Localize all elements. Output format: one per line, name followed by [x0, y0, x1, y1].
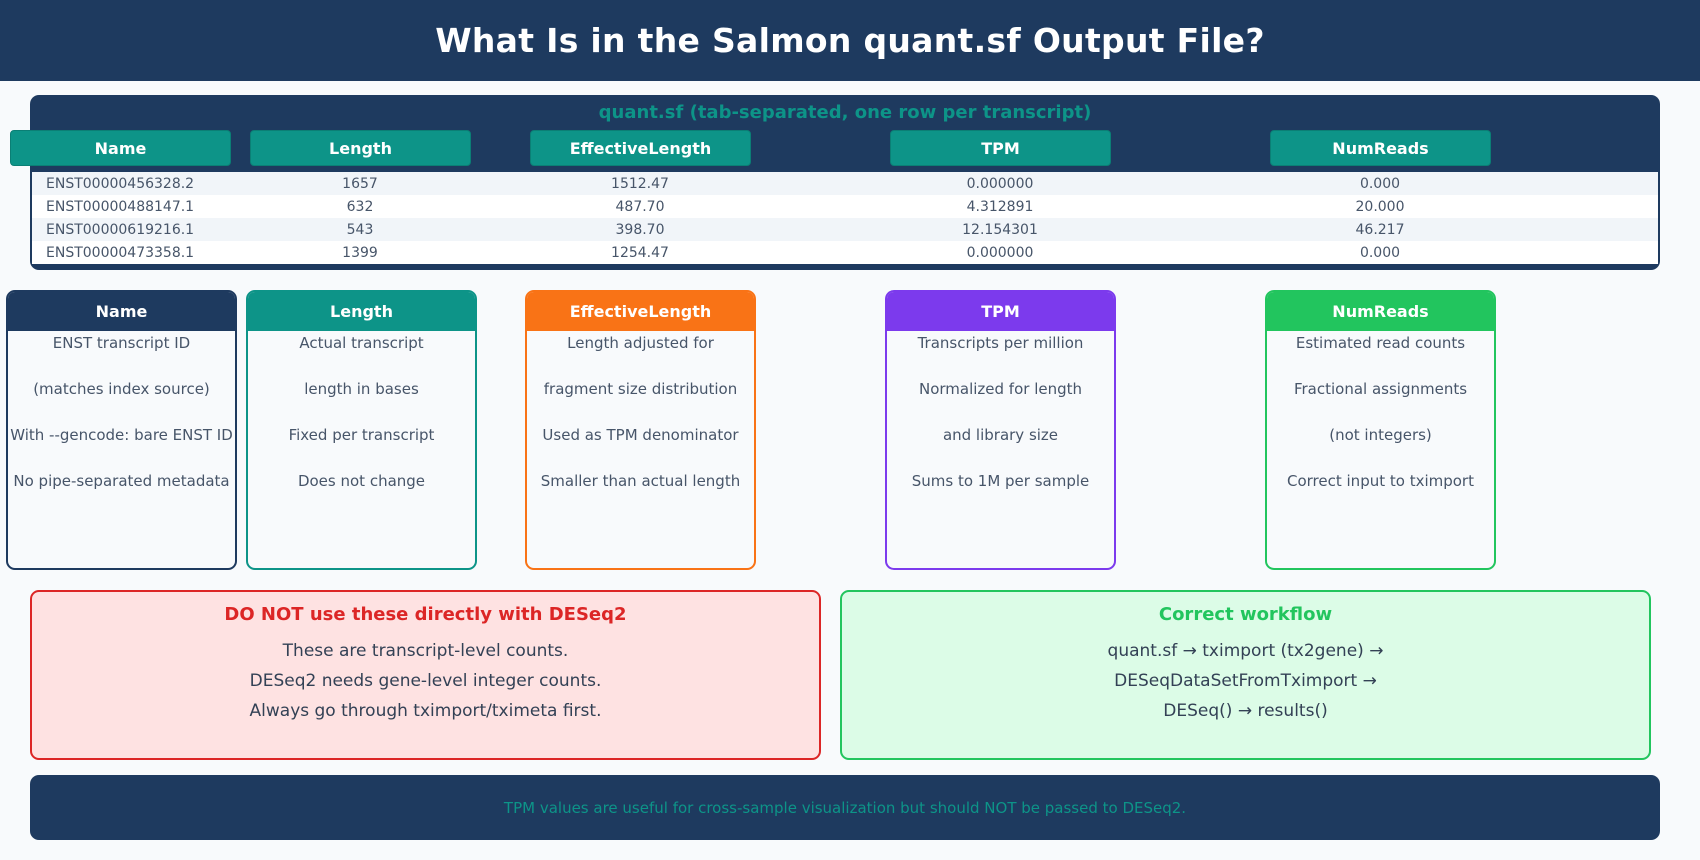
card-numreads: NumReads Estimated read counts Fractiona… — [1265, 290, 1496, 570]
page-title: What Is in the Salmon quant.sf Output Fi… — [435, 21, 1265, 60]
warning-line: Always go through tximport/tximeta first… — [249, 701, 602, 721]
card-effectivelength-header: EffectiveLength — [527, 292, 754, 331]
card-effectivelength-line: fragment size distribution — [543, 380, 738, 398]
card-tpm-line: and library size — [942, 426, 1059, 444]
cell-effectivelength: 1512.47 — [611, 176, 669, 192]
table-row: ENST00000619216.1 543 398.70 12.154301 4… — [32, 218, 1658, 241]
cell-length: 1399 — [342, 245, 378, 261]
card-tpm-line: Transcripts per million — [917, 334, 1084, 352]
card-name-line: No pipe-separated metadata — [13, 472, 230, 490]
card-length: Length Actual transcript length in bases… — [246, 290, 477, 570]
table-row: ENST00000488147.1 632 487.70 4.312891 20… — [32, 195, 1658, 218]
card-tpm-line: Normalized for length — [918, 380, 1083, 398]
cell-tpm: 12.154301 — [962, 222, 1038, 238]
column-header-length: Length — [250, 130, 471, 166]
card-name-header: Name — [8, 292, 235, 331]
card-name-line: ENST transcript ID — [52, 334, 191, 352]
cell-numreads: 0.000 — [1359, 245, 1401, 261]
workflow-box: Correct workflow quant.sf → tximport (tx… — [840, 590, 1651, 760]
cell-name: ENST00000456328.2 — [46, 176, 195, 192]
cell-tpm: 0.000000 — [966, 245, 1034, 261]
cell-length: 632 — [346, 199, 374, 215]
cell-length: 1657 — [342, 176, 378, 192]
file-caption: quant.sf (tab-separated, one row per tra… — [598, 102, 1092, 123]
cell-name: ENST00000488147.1 — [46, 199, 195, 215]
title-banner: What Is in the Salmon quant.sf Output Fi… — [0, 0, 1700, 81]
workflow-step: DESeq() → results() — [1163, 701, 1328, 721]
column-header-numreads: NumReads — [1270, 130, 1491, 166]
workflow-title: Correct workflow — [1158, 604, 1333, 625]
column-header-tpm: TPM — [890, 130, 1111, 166]
table-row: ENST00000456328.2 1657 1512.47 0.000000 … — [32, 172, 1658, 195]
card-effectivelength-line: Length adjusted for — [567, 334, 714, 352]
cell-numreads: 0.000 — [1359, 176, 1401, 192]
table-row: ENST00000473358.1 1399 1254.47 0.000000 … — [32, 241, 1658, 264]
card-tpm-header: TPM — [887, 292, 1114, 331]
card-numreads-line: Correct input to tximport — [1287, 472, 1474, 490]
card-length-header: Length — [248, 292, 475, 331]
card-name-line: (matches index source) — [33, 380, 210, 398]
cell-name: ENST00000619216.1 — [46, 222, 195, 238]
column-header-effectivelength: EffectiveLength — [530, 130, 751, 166]
cell-effectivelength: 398.70 — [615, 222, 665, 238]
cell-name: ENST00000473358.1 — [46, 245, 195, 261]
card-numreads-line: Fractional assignments — [1293, 380, 1468, 398]
warning-line: These are transcript-level counts. — [282, 641, 569, 661]
card-effectivelength-line: Smaller than actual length — [540, 472, 741, 490]
card-length-line: Actual transcript — [299, 334, 424, 352]
cell-numreads: 20.000 — [1355, 199, 1405, 215]
file-rows: ENST00000456328.2 1657 1512.47 0.000000 … — [32, 172, 1658, 264]
warning-box: DO NOT use these directly with DESeq2 Th… — [30, 590, 821, 760]
card-length-line: Does not change — [297, 472, 426, 490]
footer-note: TPM values are useful for cross-sample v… — [30, 775, 1660, 840]
card-name: Name ENST transcript ID (matches index s… — [6, 290, 237, 570]
card-length-line: length in bases — [304, 380, 419, 398]
cell-effectivelength: 487.70 — [615, 199, 665, 215]
workflow-step: DESeqDataSetFromTximport → — [1114, 671, 1377, 691]
card-numreads-header: NumReads — [1267, 292, 1494, 331]
card-effectivelength-line: Used as TPM denominator — [542, 426, 739, 444]
card-length-line: Fixed per transcript — [288, 426, 435, 444]
workflow-step: quant.sf → tximport (tx2gene) → — [1107, 641, 1384, 661]
card-effectivelength: EffectiveLength Length adjusted for frag… — [525, 290, 756, 570]
cell-tpm: 4.312891 — [966, 199, 1034, 215]
warning-line: DESeq2 needs gene-level integer counts. — [249, 671, 602, 691]
card-numreads-line: (not integers) — [1329, 426, 1432, 444]
cell-numreads: 46.217 — [1355, 222, 1405, 238]
cell-effectivelength: 1254.47 — [611, 245, 669, 261]
cell-tpm: 0.000000 — [966, 176, 1034, 192]
cell-length: 543 — [346, 222, 374, 238]
card-name-line: With --gencode: bare ENST ID — [10, 426, 233, 444]
card-numreads-line: Estimated read counts — [1295, 334, 1466, 352]
column-header-name: Name — [10, 130, 231, 166]
warning-title: DO NOT use these directly with DESeq2 — [224, 604, 627, 625]
card-tpm: TPM Transcripts per million Normalized f… — [885, 290, 1116, 570]
card-tpm-line: Sums to 1M per sample — [911, 472, 1090, 490]
